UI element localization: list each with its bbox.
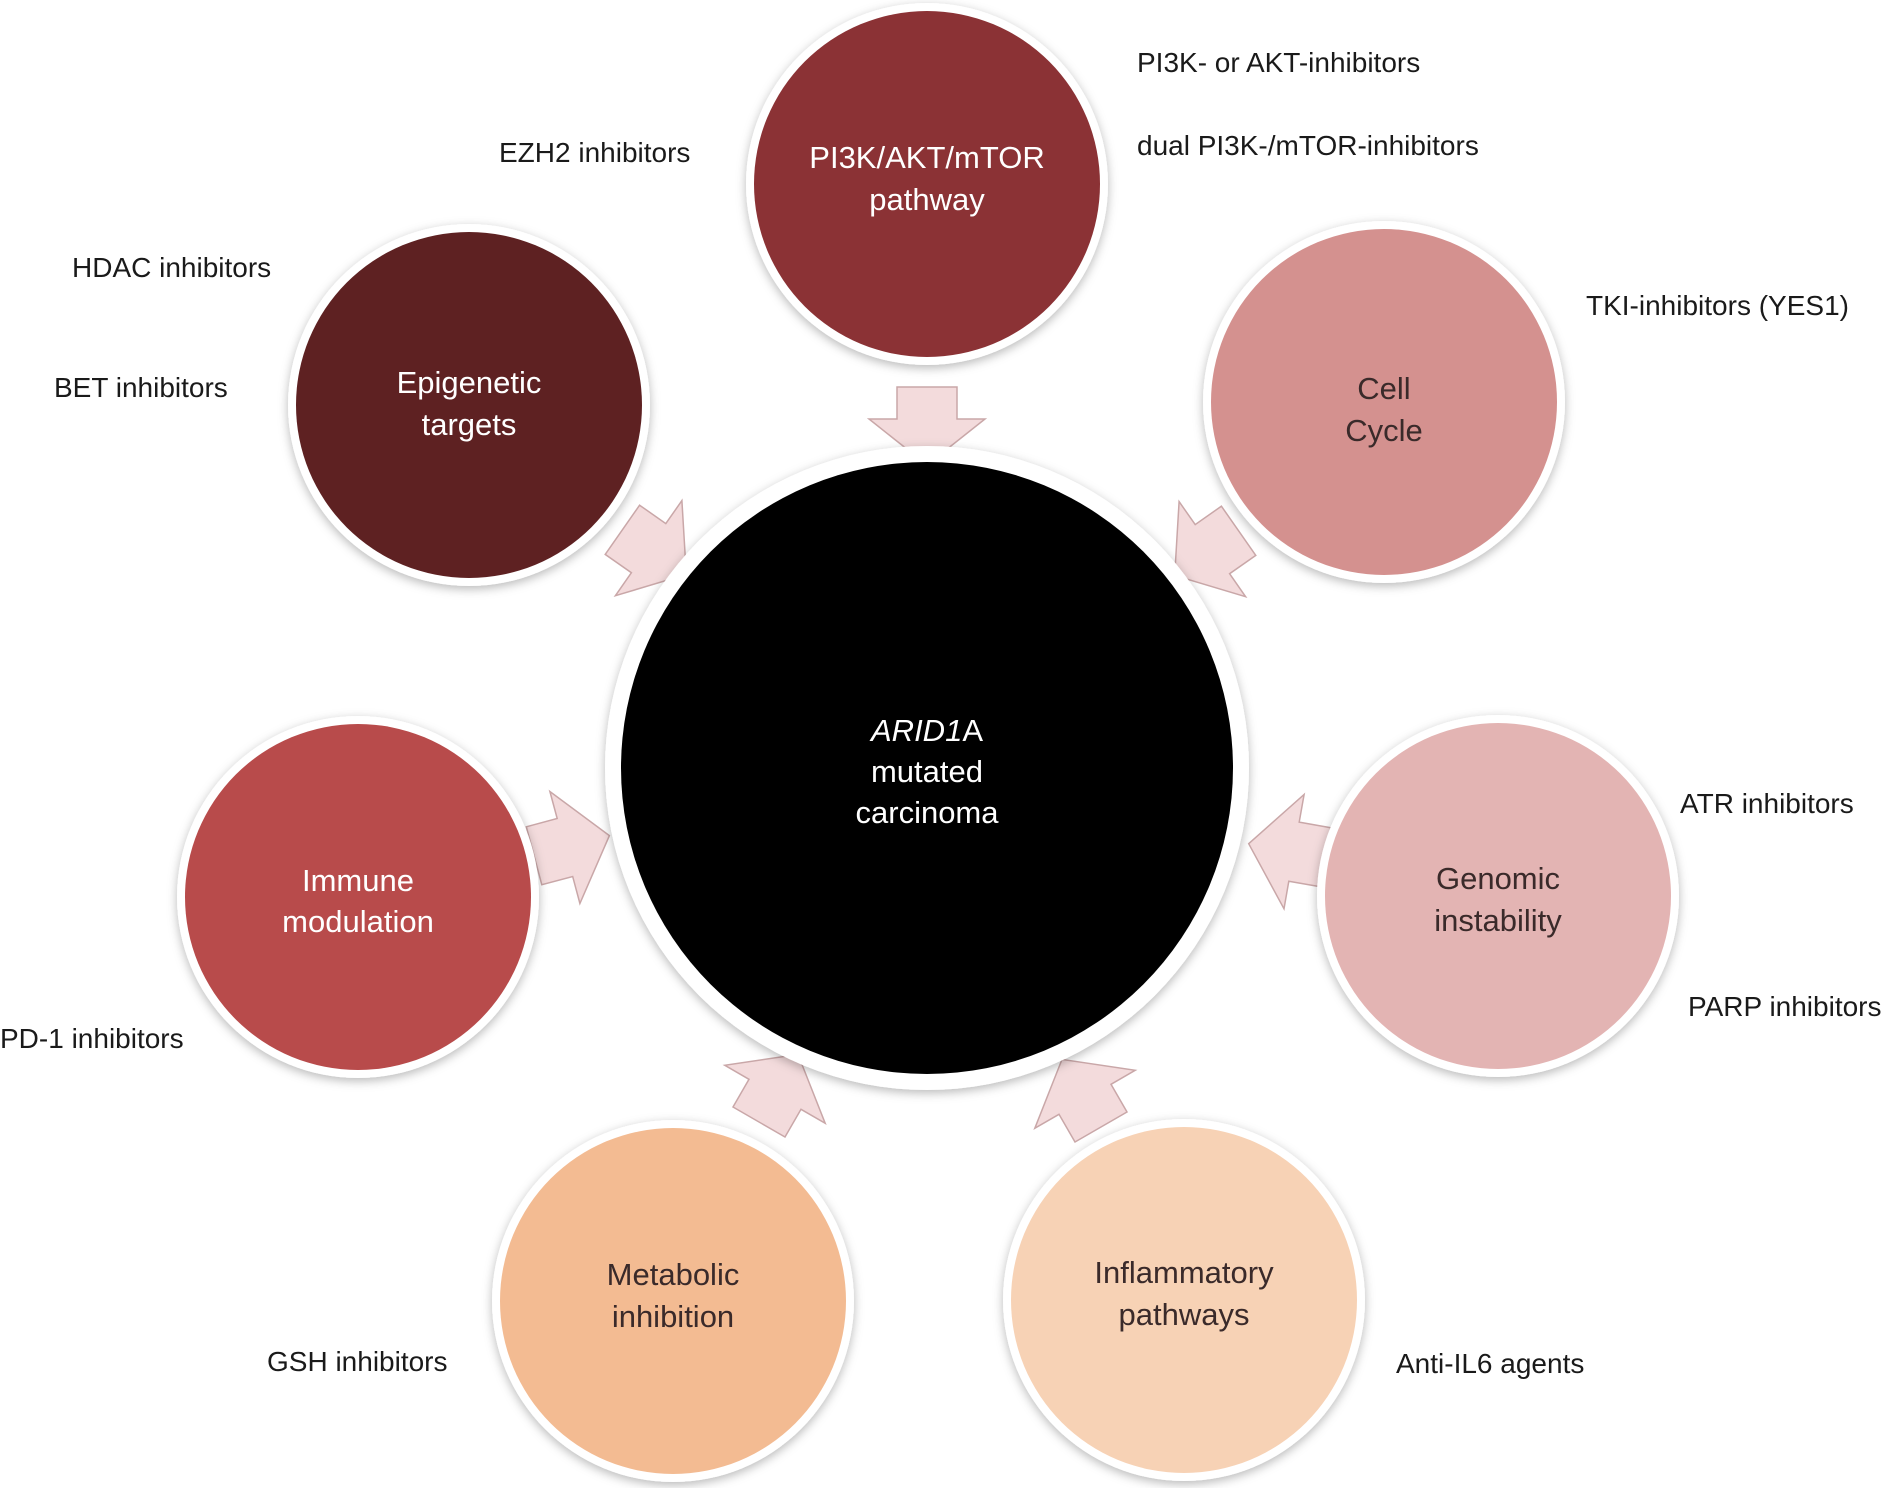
drug-label-dual-pi3k-mtor-inhibitors: dual PI3K-/mTOR-inhibitors: [1137, 130, 1479, 161]
drug-label-ezh2-inhibitors: EZH2 inhibitors: [499, 137, 690, 168]
node-immune-label-line2: modulation: [282, 904, 434, 939]
node-metabolic-label-line2: inhibition: [612, 1299, 734, 1334]
node-immune: Immune modulation: [177, 716, 539, 1078]
arrow-metabolic: [722, 1053, 827, 1139]
node-inflammatory-label-line1: Inflammatory: [1094, 1255, 1274, 1290]
node-pi3k-label-line2: pathway: [869, 182, 985, 217]
node-cell-cycle-label-line1: Cell: [1357, 371, 1410, 406]
drug-label-gsh-inhibitors: GSH inhibitors: [267, 1346, 448, 1377]
node-cell-cycle-label-line2: Cycle: [1345, 413, 1423, 448]
center-label-line3: carcinoma: [856, 795, 1000, 830]
arrow-pi3k: [866, 386, 988, 466]
node-cell-cycle: Cell Cycle: [1203, 221, 1565, 583]
node-genomic-label-line1: Genomic: [1436, 861, 1560, 896]
node-epigenetic-circle: [296, 232, 642, 578]
drug-label-pd1-inhibitors: PD-1 inhibitors: [0, 1023, 184, 1054]
arrow-cell-cycle: [1173, 499, 1257, 599]
arrow-immune: [525, 789, 611, 906]
center-label-italic: ARID1: [869, 713, 962, 748]
center-circle-fill: [621, 462, 1233, 1074]
node-cell-cycle-circle: [1211, 229, 1557, 575]
node-pi3k: PI3K/AKT/mTOR pathway: [746, 3, 1108, 365]
node-genomic-label-line2: instability: [1434, 903, 1562, 938]
node-epigenetic-label-line1: Epigenetic: [397, 365, 542, 400]
node-pi3k-label-line1: PI3K/AKT/mTOR: [809, 140, 1044, 175]
center-label-line1: ARID1A: [869, 713, 983, 748]
node-genomic-circle: [1325, 723, 1671, 1069]
node-pi3k-circle: [754, 11, 1100, 357]
drug-label-hdac-inhibitors: HDAC inhibitors: [72, 252, 271, 283]
node-metabolic: Metabolic inhibition: [492, 1120, 854, 1482]
node-inflammatory-label-line2: pathways: [1119, 1297, 1250, 1332]
drug-label-tki-inhibitors: TKI-inhibitors (YES1): [1586, 290, 1849, 321]
node-epigenetic: Epigenetic targets: [288, 224, 650, 586]
node-metabolic-label-line1: Metabolic: [607, 1257, 740, 1292]
drug-label-atr-inhibitors: ATR inhibitors: [1680, 788, 1854, 819]
node-metabolic-circle: [500, 1128, 846, 1474]
center-label-suffix: A: [962, 713, 983, 748]
arrow-inflammatory: [1033, 1058, 1138, 1144]
drug-label-anti-il6-agents: Anti-IL6 agents: [1396, 1348, 1584, 1379]
node-genomic: Genomic instability: [1317, 715, 1679, 1077]
arrow-epigenetic: [604, 498, 688, 598]
center-label-line2: mutated: [871, 754, 983, 789]
node-immune-circle: [185, 724, 531, 1070]
drug-label-pi3k-akt-inhibitors: PI3K- or AKT-inhibitors: [1137, 47, 1420, 78]
drug-label-bet-inhibitors: BET inhibitors: [54, 372, 228, 403]
arrow-genomic: [1247, 792, 1332, 912]
node-epigenetic-label-line2: targets: [422, 407, 517, 442]
center-node: ARID1A mutated carcinoma: [605, 446, 1249, 1090]
node-inflammatory: Inflammatory pathways: [1003, 1119, 1365, 1481]
node-immune-label-line1: Immune: [302, 863, 414, 898]
drug-label-parp-inhibitors: PARP inhibitors: [1688, 991, 1882, 1022]
arrows-group: [525, 386, 1332, 1144]
node-inflammatory-circle: [1011, 1127, 1357, 1473]
